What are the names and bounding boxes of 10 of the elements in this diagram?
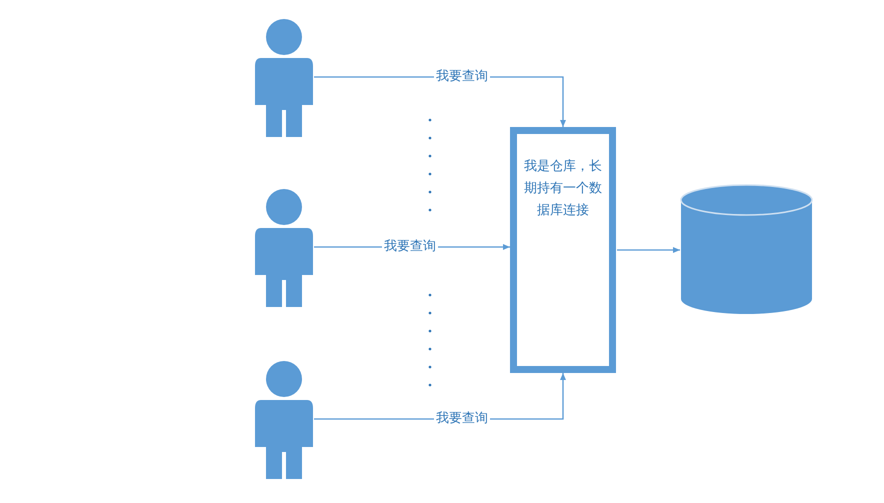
arrow	[617, 247, 680, 253]
person-icon	[255, 188, 313, 308]
edge-label: 我要查询	[434, 411, 490, 427]
process-box	[510, 127, 616, 373]
person-icon	[255, 360, 313, 480]
database-cylinder	[680, 184, 813, 316]
box-text: 我是仓库，长期持有一个数据库连接	[523, 158, 603, 220]
edge-label: 我要查询	[382, 239, 438, 255]
person-icon	[255, 18, 313, 138]
edge-label: 我要查询	[434, 69, 490, 85]
